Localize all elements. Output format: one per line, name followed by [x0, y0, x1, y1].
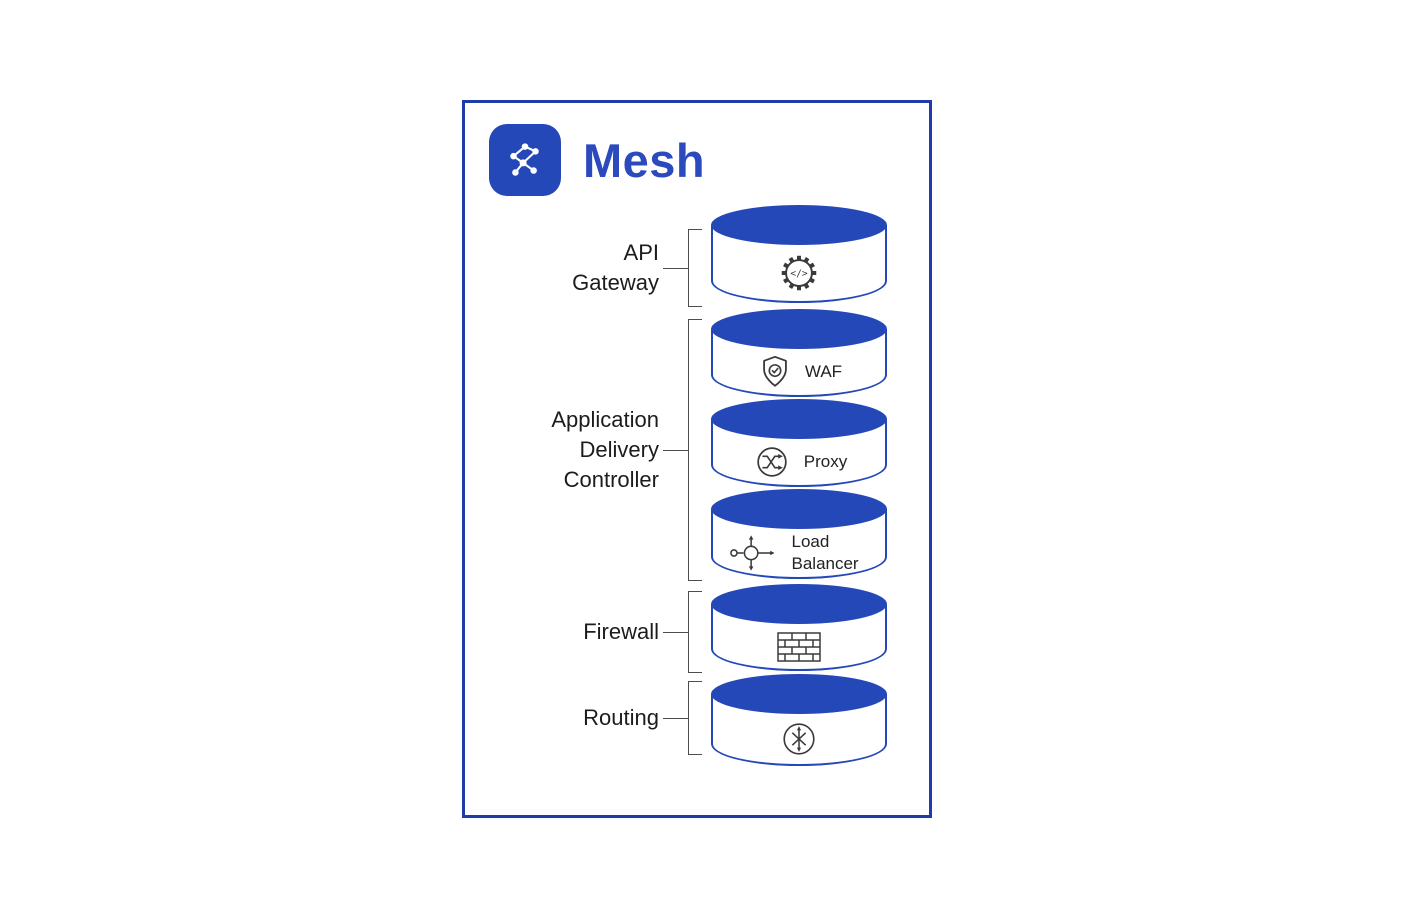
svg-text:</>: </> [790, 268, 808, 279]
group-label-api-gateway: API Gateway [572, 240, 659, 295]
router-icon [778, 718, 820, 760]
cylinder-api-gateway: </> [711, 205, 887, 303]
cylinder-top [711, 309, 887, 349]
bracket-firewall [688, 591, 702, 673]
bracket-stub-api-gateway [663, 268, 688, 269]
swap-arrows-icon [751, 441, 793, 483]
group-label-routing: Routing [583, 705, 659, 731]
brand-name: Mesh [583, 133, 706, 187]
cylinder-top [711, 205, 887, 245]
cylinder-label-load-balancer: Load Balancer [791, 531, 859, 573]
bracket-stub-routing [663, 718, 688, 719]
cylinder-load-balancer: Load Balancer [711, 489, 887, 579]
bracket-application-delivery-controller [688, 319, 702, 581]
cylinder-proxy: Proxy [711, 399, 887, 487]
group-label-application-delivery-controller: Application Delivery Controller [551, 407, 659, 492]
bracket-stub-application-delivery-controller [663, 450, 688, 451]
cylinder-label-waf: WAF [804, 362, 843, 381]
cylinder-waf: WAF [711, 309, 887, 397]
cylinder-top [711, 489, 887, 529]
mesh-logo-icon [489, 124, 561, 196]
bracket-api-gateway [688, 229, 702, 307]
bracket-routing [688, 681, 702, 755]
bracket-stub-firewall [663, 632, 688, 633]
cylinder-top [711, 674, 887, 714]
cylinder-top [711, 584, 887, 624]
load-balancer-icon [727, 532, 781, 574]
cylinder-stack: </> WAF [711, 205, 887, 769]
shield-check-icon [756, 353, 794, 391]
cylinder-firewall [711, 584, 887, 671]
cylinder-top [711, 399, 887, 439]
brick-wall-icon [776, 630, 822, 664]
gear-code-icon: </> [776, 250, 822, 296]
diagram-frame: Mesh API Gateway Application Delivery Co… [462, 100, 932, 818]
cylinder-label-proxy: Proxy [803, 452, 848, 471]
group-label-firewall: Firewall [583, 619, 659, 645]
brand: Mesh [489, 124, 705, 196]
cylinder-routing [711, 674, 887, 766]
network-graph-icon [510, 143, 539, 176]
